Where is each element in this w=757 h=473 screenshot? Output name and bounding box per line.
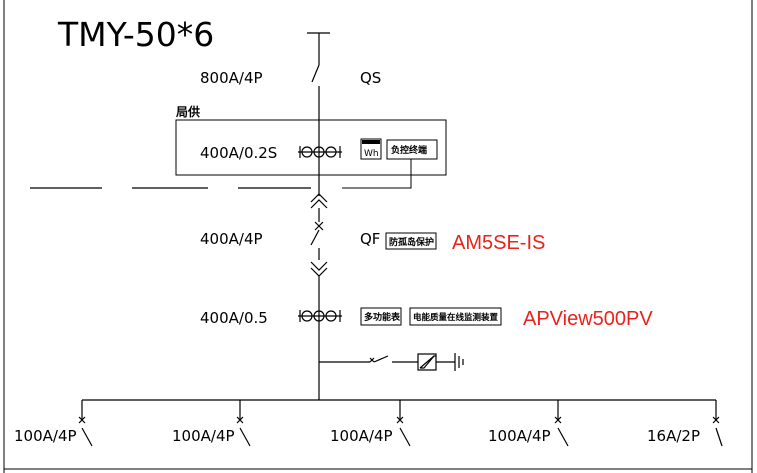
terminal-signal-line (342, 159, 412, 189)
feeder-rating-5: 16A/2P (647, 427, 700, 445)
feeder-rating-4: 100A/4P (488, 427, 551, 445)
wh-meter-label: Wh (364, 149, 379, 159)
main-switch-name: QS (360, 69, 381, 87)
feeder-rating-2: 100A/4P (172, 427, 235, 445)
wh-meter (360, 138, 382, 160)
feeder-switch-5 (712, 400, 723, 447)
feeder-switch-2 (236, 400, 251, 447)
multifunction-meter-box (360, 307, 402, 326)
power-quality-monitor-label: 电能质量在线监测装置 (413, 312, 499, 323)
main-switch-qs (307, 32, 330, 196)
feeder-rating-3: 100A/4P (330, 427, 393, 445)
surge-protector-branch (319, 353, 464, 371)
monitoring-rating: 400A/0.5 (200, 309, 268, 327)
main-switch-rating: 800A/4P (200, 69, 263, 87)
anti-islanding-label: 防孤岛保护 (389, 236, 434, 248)
monitoring-model: APView500PV (523, 308, 653, 330)
feeder-rating-1: 100A/4P (14, 427, 77, 445)
breaker-model: AM5SE-IS (452, 232, 545, 254)
monitoring-current-transformers (298, 310, 342, 322)
feeder-switch-4 (554, 400, 569, 447)
local-supply-label: 局供 (176, 104, 200, 119)
drawing-frame (3, 0, 753, 473)
breaker-rating: 400A/4P (200, 230, 263, 248)
load-control-terminal-label: 负控终端 (391, 144, 427, 156)
power-quality-monitor-box (409, 307, 502, 326)
busbar-title: TMY-50*6 (57, 15, 214, 54)
anti-islanding-box (385, 232, 437, 250)
breaker-name: QF (360, 230, 380, 248)
local-supply-box (175, 119, 447, 176)
feeder-switch-1 (78, 400, 93, 447)
breaker-qf (310, 193, 328, 400)
metering-rating: 400A/0.2S (200, 144, 277, 162)
multifunction-meter-label: 多功能表 (364, 311, 401, 323)
metering-current-transformers (298, 146, 342, 158)
feeder-switch-3 (396, 400, 411, 447)
load-control-terminal-box (386, 139, 438, 160)
